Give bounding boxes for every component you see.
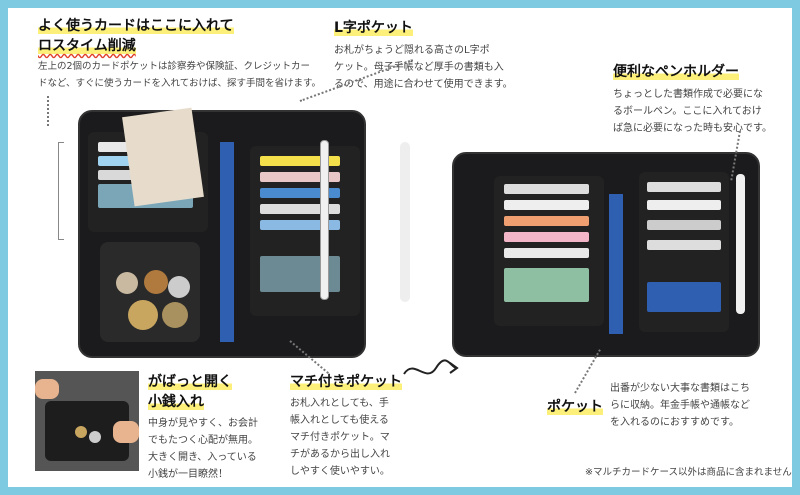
feature-coin-purse: がばっと開く 小銭入れ 中身が見やすく、お会計 でもたつく心配が無用。 大きく開…	[148, 372, 258, 483]
feature-pocket-title: ポケット	[547, 397, 603, 417]
feature-desc: チがあるから出し入れ	[290, 449, 390, 460]
feature-card-pockets: よく使うカードはここに入れて ロスタイム削減 左上の2個のカードポケットは診察券…	[38, 16, 321, 92]
feature-pen-holder: 便利なペンホルダー ちょっとした書類作成で必要にな るボールペン。ここに入れてお…	[613, 62, 772, 137]
feature-desc: ば急に必要になった時も安心です。	[613, 123, 772, 134]
document-pocket	[639, 172, 729, 332]
feature-desc: るので、用途に合わせて使用できます。	[334, 79, 513, 90]
feature-desc: 中身が見やすく、お会計	[148, 418, 258, 429]
banknotes	[122, 107, 204, 207]
zipper-divider	[220, 142, 234, 342]
ballpoint-pen	[736, 174, 745, 314]
feature-title: ロスタイム削減	[38, 38, 136, 54]
feature-desc: 出番が少ない大事な書類はこち	[610, 383, 750, 394]
feature-desc: 小銭が一目瞭然！	[148, 469, 228, 480]
pen-icon	[400, 142, 410, 302]
feature-desc: るボールペン。ここに入れておけ	[613, 106, 762, 117]
feature-desc: ちょっとした書類作成で必要にな	[613, 89, 763, 100]
arrow-icon	[403, 359, 459, 375]
feature-title: マチ付きポケット	[290, 374, 402, 390]
ballpoint-pen	[320, 140, 329, 300]
disclaimer-note: ※マルチカードケース以外は商品に含まれません	[585, 467, 792, 478]
feature-desc: マチ付きポケット。マ	[290, 432, 390, 443]
zipper-divider	[609, 194, 623, 334]
feature-gusset-pocket: マチ付きポケット お札入れとしても、手 帳入れとしても使える マチ付きポケット。…	[290, 372, 402, 480]
feature-desc: ケット。母子手帳など厚手の書類も入	[334, 62, 504, 73]
feature-desc: でもたつく心配が無用。	[148, 435, 258, 446]
leader-line	[47, 96, 49, 126]
feature-desc: しやすく使いやすい。	[290, 466, 390, 477]
feature-desc: 帳入れとしても使える	[290, 415, 389, 426]
feature-title: よく使うカードはここに入れて	[38, 18, 234, 34]
feature-desc: らに収納。年金手帳や通帳など	[610, 400, 750, 411]
feature-pocket-desc: 出番が少ない大事な書類はこち らに収納。年金手帳や通帳など を入れるのにおすすめ…	[610, 380, 750, 431]
feature-desc: 左上の2個のカードポケットは診察券や保険証、クレジットカー	[38, 61, 311, 72]
feature-desc: お札がちょうど隠れる高さのL字ポ	[334, 45, 490, 56]
l-pocket-cards	[250, 146, 360, 316]
card-pockets	[494, 176, 604, 326]
feature-title: 便利なペンホルダー	[613, 64, 739, 80]
feature-title: がばっと開く	[148, 374, 232, 390]
feature-desc: ドなど、すぐに使うカードを入れておけば、探す手間を省けます。	[38, 78, 322, 89]
feature-desc: 大きく開き、入っている	[148, 452, 257, 463]
feature-desc: お札入れとしても、手	[290, 398, 389, 409]
coin-purse	[100, 242, 200, 342]
wallet-closed-photo	[452, 152, 760, 357]
coin-purse-photo	[35, 371, 139, 471]
feature-desc: を入れるのにおすすめです。	[610, 417, 739, 428]
feature-title: ポケット	[547, 399, 603, 415]
feature-title: L字ポケット	[334, 20, 413, 36]
feature-l-pocket: L字ポケット お札がちょうど隠れる高さのL字ポ ケット。母子手帳など厚手の書類も…	[334, 18, 513, 93]
feature-title: 小銭入れ	[148, 394, 204, 410]
bracket	[58, 142, 64, 240]
